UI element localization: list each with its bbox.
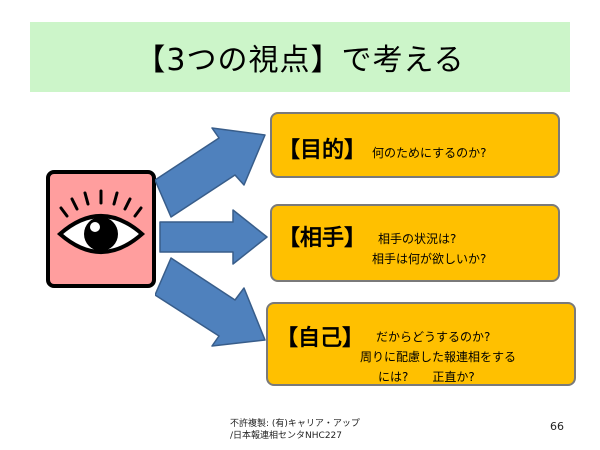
partner-box: 【相手】 相手の状況は? 相手は何が欲しいか? (270, 204, 560, 282)
page-number: 66 (550, 420, 564, 433)
copyright-line-1: 不許複製: (有)キャリア・アップ (230, 419, 360, 429)
self-line-1: だからどうするのか? (376, 330, 491, 344)
self-label: 【自己】 (276, 326, 365, 351)
partner-line-1: 相手の状況は? (378, 232, 457, 246)
slide-title: 【3つの視点】で考える (135, 43, 465, 78)
purpose-label: 【目的】 (278, 138, 367, 163)
self-box: 【自己】 だからどうするのか? 周りに配慮した報連相をする には? 正直か? (266, 302, 576, 386)
copyright-line-2: /日本報連相センタNHC227 (230, 431, 342, 441)
self-line-2: 周りに配慮した報連相をする (360, 350, 517, 364)
eye-picture (46, 170, 156, 288)
arrow-to-self (155, 257, 266, 347)
partner-line-2: 相手は何が欲しいか? (372, 252, 487, 266)
purpose-line-1: 何のためにするのか? (372, 146, 487, 160)
self-line-3: には? 正直か? (378, 370, 475, 384)
title-banner: 【3つの視点】で考える (30, 22, 570, 92)
arrows-group (155, 127, 268, 347)
purpose-box: 【目的】 何のためにするのか? (270, 112, 560, 178)
eye-icon (56, 189, 146, 254)
copyright-notice: 不許複製: (有)キャリア・アップ /日本報連相センタNHC227 (230, 418, 360, 442)
arrow-to-partner (159, 209, 268, 265)
arrow-to-purpose (155, 127, 266, 218)
partner-label: 【相手】 (278, 226, 367, 251)
